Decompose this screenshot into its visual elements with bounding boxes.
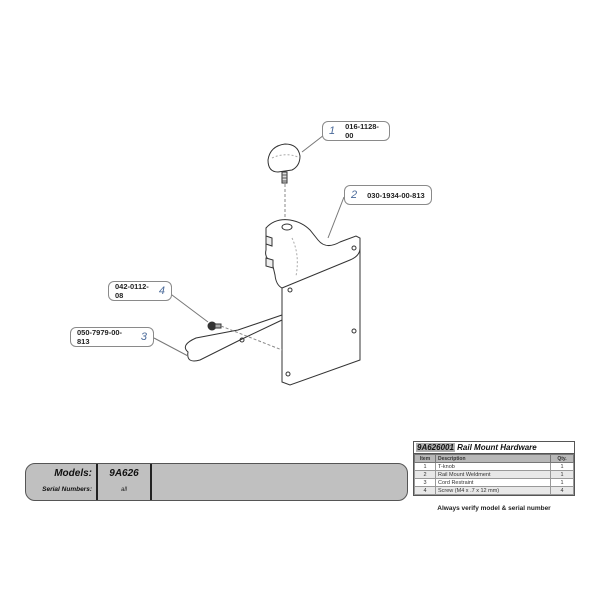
part-number: 050-7979-00-813	[77, 328, 123, 346]
serial-value: all	[120, 487, 127, 493]
kit-part-number: 9A626001	[416, 443, 455, 452]
models-label: Models:	[54, 468, 92, 479]
callout-4: 042-0112-08 4	[108, 281, 172, 301]
callout-3: 050-7979-00-813 3	[70, 327, 154, 347]
qty-cell: 1	[550, 462, 574, 471]
table-row: 4 Screw (M4 x .7 x 12 mm) 4	[414, 486, 574, 495]
header-description: Description	[435, 454, 551, 463]
verify-note: Always verify model & serial number	[437, 505, 551, 512]
rail-mount-weldment-part	[265, 219, 361, 386]
qty-cell: 1	[550, 478, 574, 487]
parts-table: Item Description Qty. 1 T-knob 1 2 Rail …	[414, 454, 574, 495]
description-cell: Cord Restraint	[435, 478, 551, 487]
part-number: 016-1128-00	[345, 122, 379, 140]
callout-number: 4	[158, 285, 165, 297]
item-cell: 2	[414, 470, 436, 479]
header-qty: Qty.	[550, 454, 574, 463]
item-cell: 3	[414, 478, 436, 487]
parts-list-title: 9A626001 Rail Mount Hardware	[414, 442, 574, 454]
models-bar: Models: Serial Numbers: 9A626 all	[25, 463, 408, 501]
table-row: 2 Rail Mount Weldment 1	[414, 470, 574, 479]
header-item: Item	[414, 454, 436, 463]
qty-cell: 4	[550, 486, 574, 495]
callout-2: 2 030-1934-00-813	[344, 185, 432, 205]
table-row: 1 T-knob 1	[414, 462, 574, 471]
callout-number: 3	[140, 331, 147, 343]
serial-numbers-label: Serial Numbers:	[42, 486, 92, 493]
qty-cell: 1	[550, 470, 574, 479]
description-cell: Screw (M4 x .7 x 12 mm)	[435, 486, 551, 495]
part-number: 042-0112-08	[115, 282, 149, 300]
item-cell: 4	[414, 486, 436, 495]
callout-1: 1 016-1128-00	[322, 121, 390, 141]
model-value: 9A626	[109, 468, 139, 479]
cord-restraint-part	[184, 314, 283, 362]
models-labels: Models: Serial Numbers:	[26, 464, 98, 500]
models-values: 9A626 all	[98, 464, 152, 500]
parts-list: 9A626001 Rail Mount Hardware Item Descri…	[413, 441, 575, 496]
parts-table-header: Item Description Qty.	[414, 454, 574, 463]
table-row: 3 Cord Restraint 1	[414, 478, 574, 487]
t-knob-part	[267, 143, 301, 184]
description-cell: T-knob	[435, 462, 551, 471]
item-cell: 1	[414, 462, 436, 471]
screw-part	[207, 321, 222, 331]
kit-title: Rail Mount Hardware	[457, 443, 537, 452]
description-cell: Rail Mount Weldment	[435, 470, 551, 479]
part-number: 030-1934-00-813	[367, 190, 425, 200]
callout-number: 1	[329, 125, 336, 137]
callout-number: 2	[351, 189, 358, 201]
